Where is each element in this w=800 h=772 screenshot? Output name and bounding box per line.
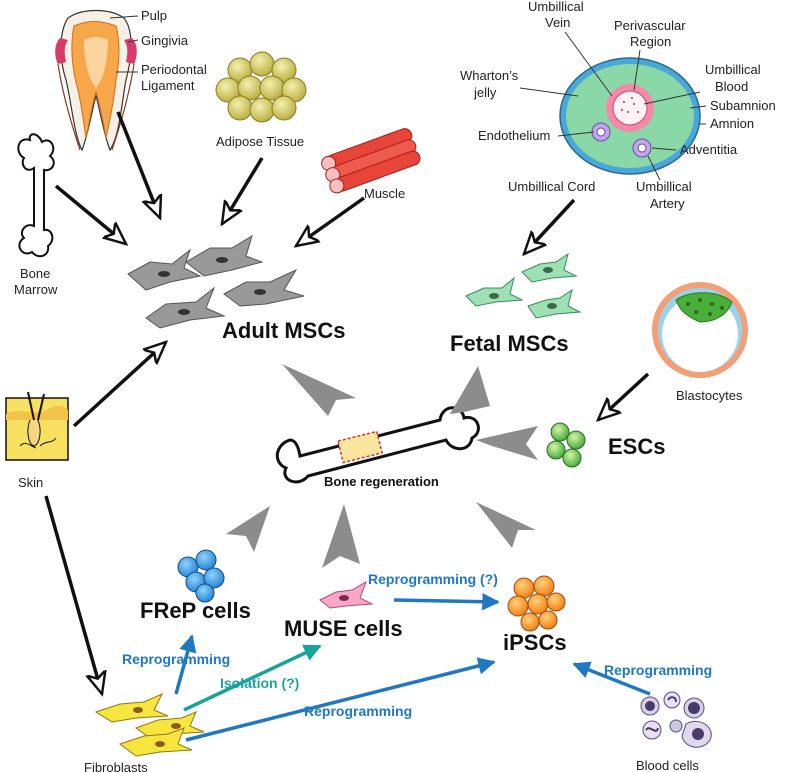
arrow-tooth-to-adult-mscs (116, 111, 160, 218)
esc-cells (546, 422, 586, 468)
perivascular-label-1: Perivascular (614, 18, 686, 33)
chevron-fetal-to-bone (450, 366, 490, 414)
arrow-blood-to-ipscs (572, 661, 651, 696)
arrow-blastocyst-to-escs (598, 372, 650, 420)
blastocyst-illustration (652, 282, 748, 378)
skin-illustration (5, 391, 69, 461)
arrow-bone-marrow-to-adult-mscs (54, 184, 126, 244)
arrow-fibroblasts-to-ipscs (185, 657, 496, 742)
whartons-label-1: Wharton’s (460, 68, 519, 83)
bone-marrow-label-2: Marrow (14, 282, 58, 297)
muse-title: MUSE cells (284, 616, 403, 641)
blastocytes-label: Blastocytes (676, 388, 743, 403)
umbilical-cord-illustration (559, 57, 701, 175)
umbilical-artery-label-1: Umbillical (636, 179, 692, 194)
adipose-illustration (215, 51, 307, 123)
muse-cell (319, 580, 374, 609)
umbilical-blood-label-1: Umbillical (705, 62, 761, 77)
muscle-illustration (321, 128, 421, 194)
frep-title: FReP cells (140, 598, 251, 623)
subamnion-leader (689, 105, 707, 109)
chevron-ipscs-to-bone (476, 502, 536, 548)
gray-chevrons (226, 364, 538, 568)
periodontal-label-2: Ligament (141, 78, 195, 93)
frep-cells (177, 549, 225, 603)
umbilical-vein-leader (564, 31, 613, 97)
whartons-label-2: jelly (473, 85, 497, 100)
umbilical-vein-label-1: Umbillical (528, 0, 584, 14)
umbilical-cord-label: Umbillical Cord (508, 179, 595, 194)
arrow-muse-to-ipscs (393, 592, 500, 611)
adult-msc-cells (127, 234, 305, 329)
central-bone-illustration (275, 406, 480, 484)
fibroblast-cells (94, 692, 205, 757)
blood-cells-illustration (640, 691, 712, 748)
muscle-label: Muscle (364, 186, 405, 201)
fibroblasts-label: Fibroblasts (84, 760, 148, 772)
adult-msc-nuclei (158, 257, 266, 315)
arrow-cord-to-fetal-mscs (524, 198, 576, 254)
endothelium-label: Endothelium (478, 128, 550, 143)
bone-marrow-label-1: Bone (20, 266, 50, 281)
reprogramming-blood-label: Reprogramming (604, 662, 712, 678)
chevron-muse-to-bone (322, 504, 360, 568)
periodontal-label-1: Periodontal (141, 62, 207, 77)
arrow-fibroblasts-to-muse (183, 644, 322, 712)
amnion-label: Amnion (710, 116, 754, 131)
blood-cells-label: Blood cells (636, 758, 699, 772)
perivascular-label-2: Region (630, 34, 671, 49)
umbilical-blood-leader (643, 91, 701, 105)
escs-title: ESCs (608, 434, 665, 459)
ipscs-title: iPSCs (503, 630, 567, 655)
gingivia-label: Gingivia (141, 33, 189, 48)
adult-mscs-title: Adult MSCs (222, 318, 345, 343)
reprogramming-q-label: Reprogramming (?) (368, 571, 498, 587)
adipose-label: Adipose Tissue (216, 134, 304, 149)
chevron-adult-to-bone (282, 364, 356, 416)
fetal-msc-nuclei (489, 267, 557, 309)
reprogramming-fib-label: Reprogramming (304, 703, 412, 719)
arrow-skin-to-fibroblasts (44, 495, 102, 694)
whartons-leader (519, 87, 579, 97)
perivascular-leader (633, 49, 641, 91)
gingivia-leader (127, 39, 139, 43)
bone-marrow-illustration (17, 133, 55, 258)
arrow-adipose-to-adult-mscs (222, 157, 264, 224)
adventitia-leader (651, 147, 677, 151)
umbilical-vein-label-2: Vein (545, 15, 570, 30)
arrow-fibroblasts-to-frep (174, 634, 197, 695)
reprogramming-frep-label: Reprogramming (122, 651, 230, 667)
umbilical-artery-label-2: Artery (650, 196, 685, 211)
isolation-q-label: Isolation (?) (220, 675, 299, 691)
skin-label: Skin (18, 475, 43, 490)
endothelium-leader (557, 131, 595, 137)
fetal-mscs-title: Fetal MSCs (450, 331, 569, 356)
bone-regeneration-label: Bone regeneration (324, 474, 439, 489)
fibroblast-nuclei (133, 707, 181, 747)
subamnion-label: Subamnion (710, 98, 776, 113)
pulp-leader (109, 15, 139, 19)
arrow-muscle-to-adult-mscs (296, 196, 366, 246)
tooth-illustration (55, 9, 137, 152)
arrow-skin-to-adult-mscs (72, 342, 166, 428)
fetal-msc-cells (465, 252, 582, 319)
umbilical-artery-leader (647, 155, 661, 181)
chevron-frep-to-bone (226, 506, 270, 552)
ipsc-cells (507, 575, 566, 632)
adventitia-label: Adventitia (680, 142, 738, 157)
umbilical-blood-label-2: Blood (715, 79, 748, 94)
chevron-escs-to-bone (476, 426, 538, 460)
pulp-label: Pulp (141, 8, 167, 23)
